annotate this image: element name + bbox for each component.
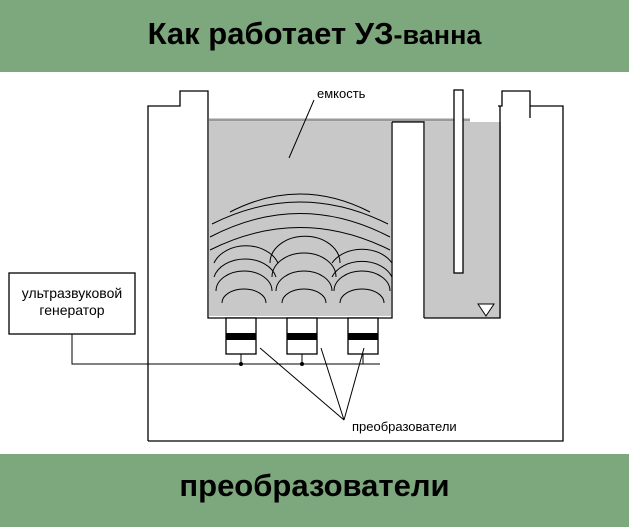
ultrasonic-waves — [209, 193, 393, 304]
generator-box — [8, 272, 136, 335]
generator-label: ультразвуковой генератор — [12, 285, 132, 319]
level-tube — [453, 89, 464, 274]
partition-wall — [392, 121, 425, 318]
transducer-1 — [225, 317, 257, 355]
tank-label-leader — [288, 99, 315, 159]
transducer-2 — [286, 317, 318, 355]
level-marker-icon — [477, 303, 495, 317]
outer-housing — [147, 90, 209, 441]
header-band — [0, 0, 629, 72]
transducers-label: преобразователи — [352, 419, 457, 434]
ultrasonic-bath-diagram: емкость — [8, 86, 564, 442]
footer-title: преобразователи — [179, 468, 450, 503]
generator-wire — [71, 334, 380, 365]
generator-label-line1: ультразвуковой — [21, 285, 123, 301]
generator-label-line2: генератор — [39, 302, 105, 318]
outer-housing-right — [148, 90, 564, 442]
page-title: Как работает УЗ-ванна — [0, 16, 629, 52]
transducer-3 — [347, 317, 379, 355]
right-chamber-walls — [424, 106, 501, 319]
title-suffix: -ванна — [393, 20, 482, 50]
tank-label: емкость — [317, 86, 366, 101]
tank-liquid — [209, 122, 391, 316]
junction-dot-1 — [239, 362, 243, 366]
title-main: Как работает УЗ — [147, 16, 394, 51]
footer-band — [0, 454, 629, 527]
transducers-leaders — [259, 347, 365, 421]
junction-dot-2 — [300, 362, 304, 366]
